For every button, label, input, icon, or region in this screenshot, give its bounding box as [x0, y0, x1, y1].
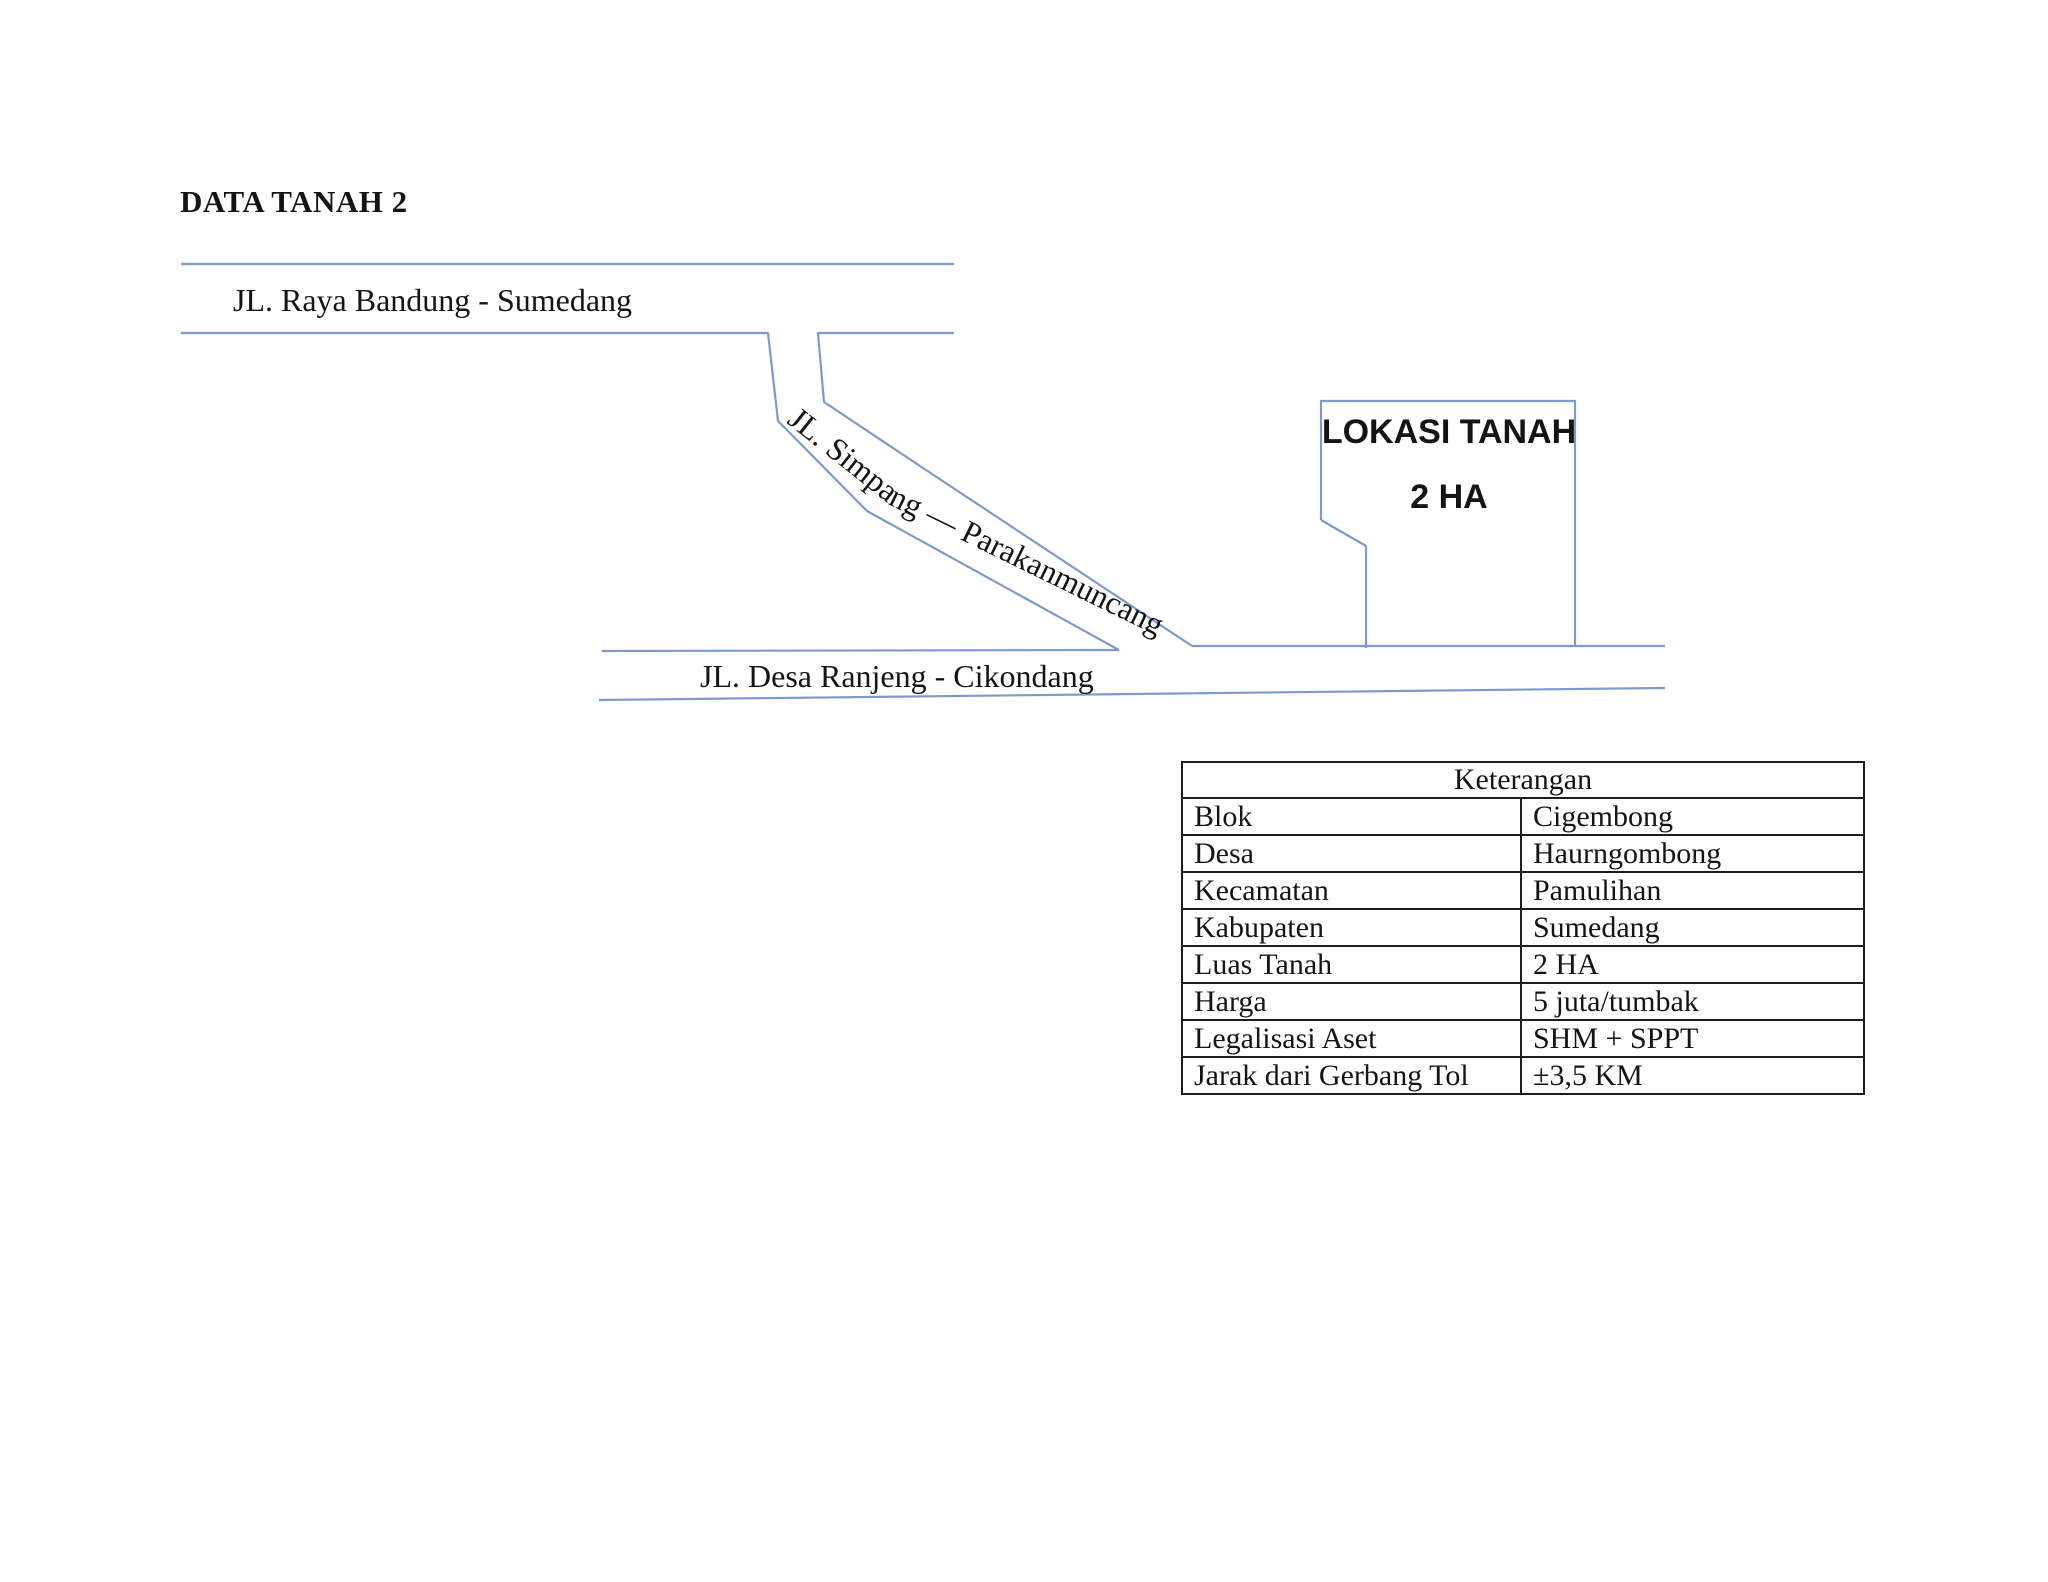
row-label-cell: Desa: [1181, 834, 1522, 873]
table-row: Kecamatan Pamulihan: [1181, 871, 1866, 910]
keterangan-table: Keterangan Blok Cigembong Desa Haurngomb…: [1180, 761, 1866, 1095]
table-header-row: Keterangan: [1180, 761, 1866, 799]
row-label-cell: Harga: [1181, 982, 1522, 1021]
row-value-cell: ±3,5 KM: [1519, 1056, 1866, 1095]
row-label-cell: Jarak dari Gerbang Tol: [1181, 1056, 1522, 1095]
bottom-road-upper-line-left: [601, 648, 1120, 653]
page-title: DATA TANAH 2: [180, 184, 408, 219]
row-value-cell: Haurngombong: [1519, 834, 1866, 873]
table-row: Kabupaten Sumedang: [1181, 908, 1866, 947]
table-row: Desa Haurngombong: [1181, 834, 1866, 873]
row-label-cell: Blok: [1181, 797, 1522, 836]
row-value-cell: Pamulihan: [1519, 871, 1866, 910]
table-row: Luas Tanah 2 HA: [1181, 945, 1866, 984]
row-value-cell: Cigembong: [1519, 797, 1866, 836]
table-row: Harga 5 juta/tumbak: [1181, 982, 1866, 1021]
table-row: Legalisasi Aset SHM + SPPT: [1181, 1019, 1866, 1058]
top-road-label: JL. Raya Bandung - Sumedang: [233, 282, 632, 318]
bottom-road-lower-line: [598, 686, 1666, 702]
diagonal-road-label: JL. Simpang — Parakanmuncang: [782, 400, 1170, 642]
top-road-lower-line-left-and-junction-left-edge: [181, 331, 1120, 651]
top-road-lower-line-right-and-junction-right-edge: [816, 331, 1193, 647]
row-value-cell: 5 juta/tumbak: [1519, 982, 1866, 1021]
row-label-cell: Kabupaten: [1181, 908, 1522, 947]
row-label-cell: Kecamatan: [1181, 871, 1522, 910]
row-value-cell: SHM + SPPT: [1519, 1019, 1866, 1058]
row-label-cell: Luas Tanah: [1181, 945, 1522, 984]
row-value-cell: Sumedang: [1519, 908, 1866, 947]
location-box-outline: [1319, 399, 1577, 646]
table-row: Jarak dari Gerbang Tol ±3,5 KM: [1181, 1056, 1866, 1095]
location-box-title: LOKASI TANAH: [1322, 413, 1576, 451]
location-box-notch: [1320, 519, 1368, 648]
table-header: Keterangan: [1180, 761, 1866, 799]
bottom-road-label: JL. Desa Ranjeng - Cikondang: [700, 658, 1094, 694]
row-value-cell: 2 HA: [1519, 945, 1866, 984]
table-row: Blok Cigembong: [1181, 797, 1866, 836]
row-label-cell: Legalisasi Aset: [1181, 1019, 1522, 1058]
location-box-area: 2 HA: [1410, 478, 1487, 516]
